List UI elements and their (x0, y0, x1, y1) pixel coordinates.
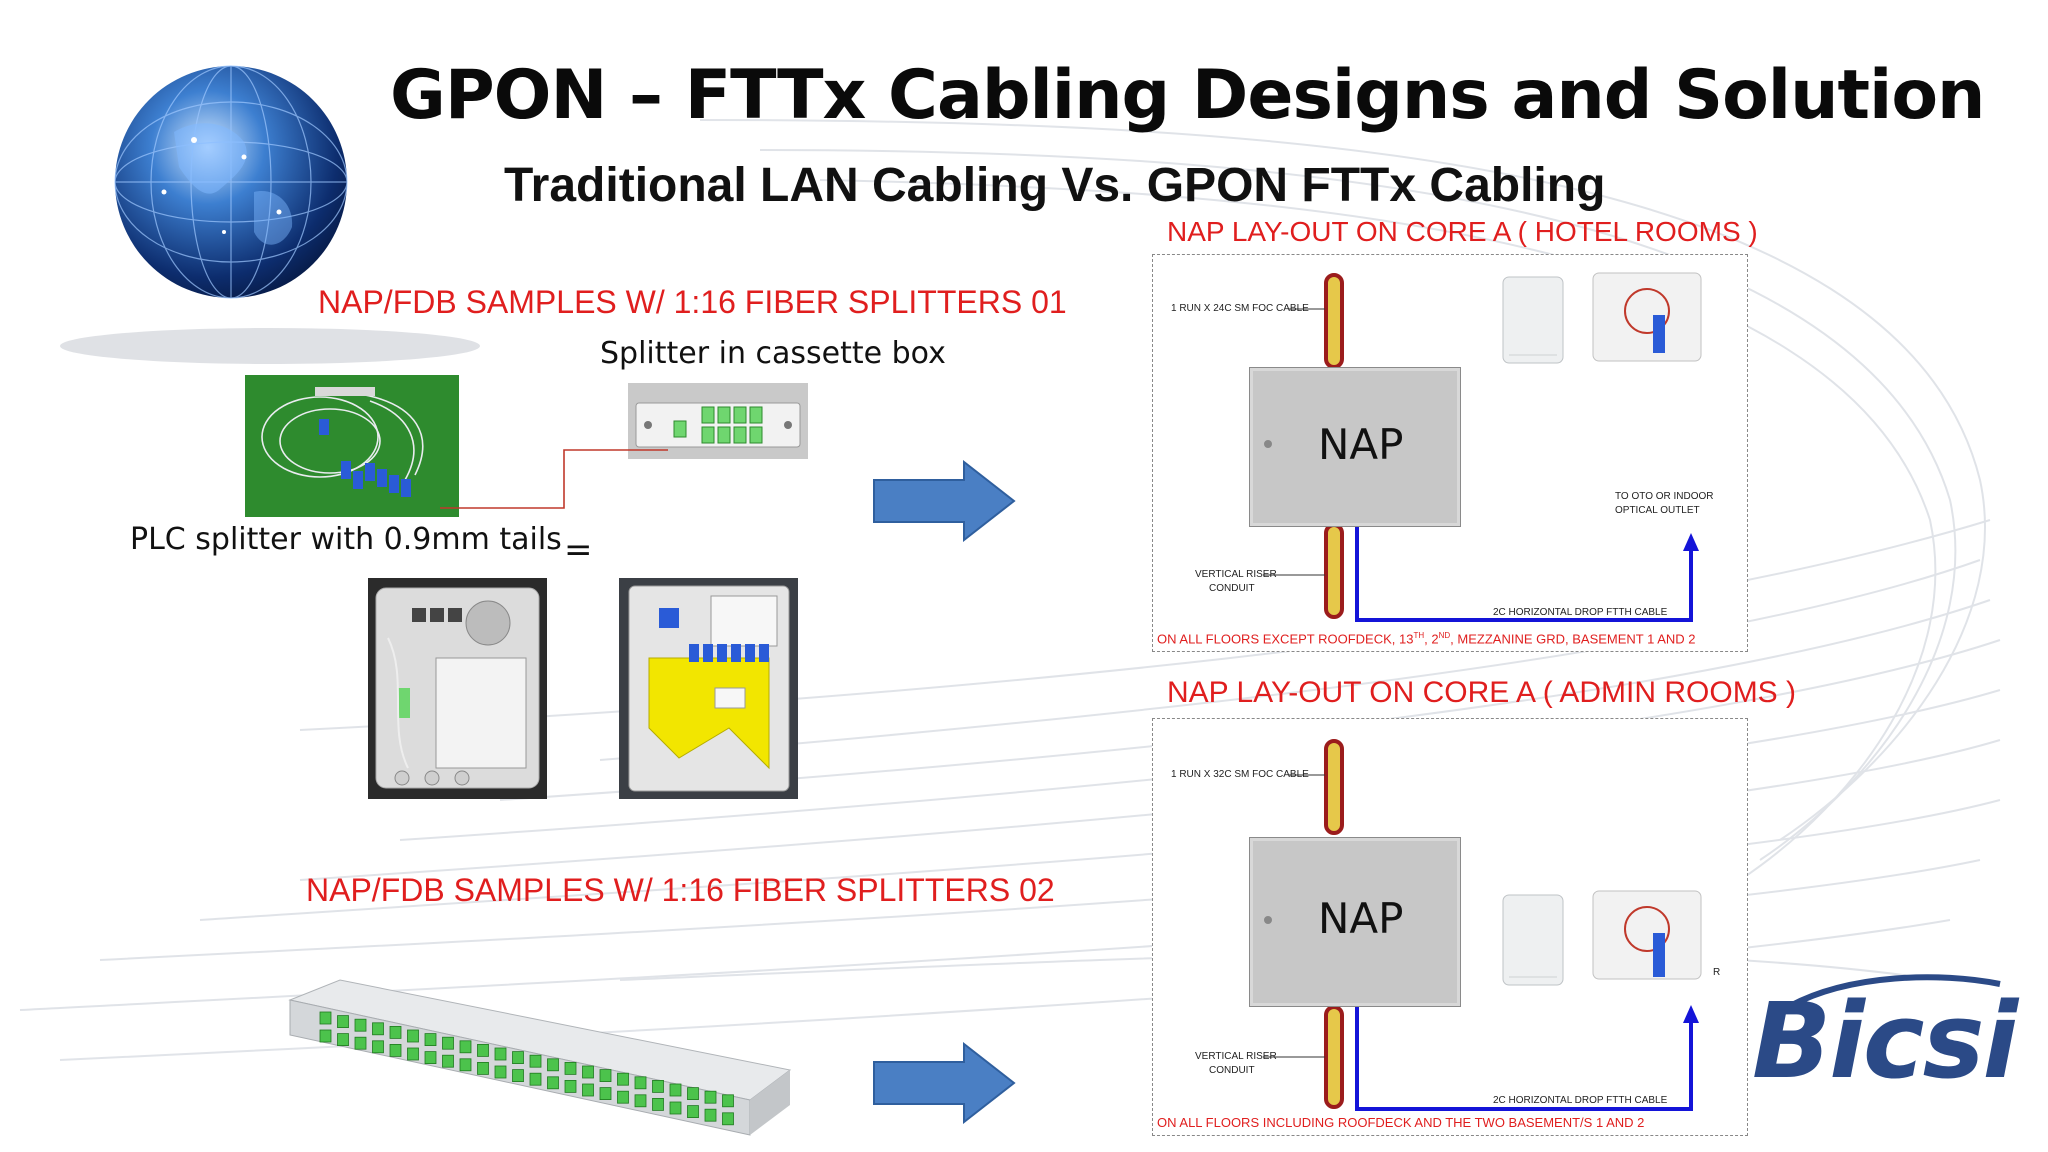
nap-box-open-photo (368, 578, 547, 799)
patch-port (477, 1044, 489, 1057)
patch-port (442, 1054, 454, 1068)
patch-port (582, 1083, 594, 1097)
outlet-label-1a: TO OTO OR INDOOR (1615, 491, 1714, 502)
diagram2-header: NAP LAY-OUT ON CORE A ( ADMIN ROOMS ) (1167, 676, 1797, 709)
nap-label-2: NAP (1318, 894, 1404, 943)
nap-lock-2 (1264, 916, 1272, 924)
drop-label-1: 2C HORIZONTAL DROP FTTH CABLE (1493, 607, 1668, 618)
nap-lock-1 (1264, 440, 1272, 448)
patch-port (669, 1083, 682, 1097)
patch-port (722, 1112, 734, 1126)
footer-2: ON ALL FLOORS INCLUDING ROOFDECK AND THE… (1157, 1115, 1645, 1130)
patch-port (529, 1054, 542, 1068)
patch-port (704, 1090, 717, 1104)
outlet-label-1b: OPTICAL OUTLET (1615, 505, 1700, 516)
nap-box-splitter-photo (619, 578, 798, 799)
riser-label-1a: VERTICAL RISER (1195, 569, 1277, 580)
patch-port (669, 1101, 682, 1115)
patch-port (494, 1065, 507, 1079)
patch-port (372, 1022, 384, 1036)
diagram1-hotel-rooms: NAP 1 RUN X 24C SM FOC CABLE VERTICAL RI… (1152, 254, 1748, 652)
equals-sign: = (564, 530, 593, 570)
patch-port (599, 1087, 612, 1100)
plc-splitter-label: PLC splitter with 0.9mm tails (130, 522, 562, 557)
riser-label-2b: CONDUIT (1209, 1065, 1255, 1076)
patch-panel-photo (280, 960, 800, 1150)
connector-line (440, 449, 668, 509)
patch-port (319, 1029, 332, 1043)
patch-port (512, 1051, 524, 1064)
patch-port (337, 1033, 349, 1046)
patch-port (354, 1036, 367, 1050)
patch-port (564, 1080, 577, 1093)
arrow-right-icon-2 (873, 1042, 1016, 1124)
patch-port (477, 1062, 489, 1075)
cassette-label: Splitter in cassette box (600, 336, 946, 371)
bicsi-swoosh (1788, 974, 2001, 1009)
patch-port (652, 1097, 664, 1111)
arrow-right-icon (873, 460, 1016, 542)
patch-port (319, 1011, 332, 1025)
plc-splitter-photo (245, 375, 459, 517)
outlet-label-2-partial: R (1713, 967, 1721, 978)
patch-port (634, 1094, 647, 1108)
footer-1: ON ALL FLOORS EXCEPT ROOFDECK, 13TH, 2ND… (1157, 631, 1696, 647)
slide-title: GPON – FTTx Cabling Designs and Solution (390, 56, 1985, 135)
patch-port (407, 1047, 419, 1061)
diagram2-admin-rooms: NAP 1 RUN X 32C SM FOC CABLE VERTICAL RI… (1152, 718, 1748, 1136)
patch-port (687, 1087, 699, 1100)
diagram1-header: NAP LAY-OUT ON CORE A ( HOTEL ROOMS ) (1167, 216, 1758, 247)
patch-port (442, 1036, 454, 1050)
patch-port (407, 1029, 419, 1043)
patch-port (704, 1108, 717, 1122)
cassette-box-photo (628, 383, 808, 459)
riser-label-1b: CONDUIT (1209, 583, 1255, 594)
patch-port (512, 1069, 524, 1082)
patch-port (617, 1072, 629, 1086)
section2-heading: NAP/FDB SAMPLES W/ 1:16 FIBER SPLITTERS … (306, 872, 1055, 908)
patch-port (424, 1033, 437, 1046)
patch-port (459, 1058, 472, 1072)
nap-enclosure-1: NAP (1249, 367, 1461, 527)
nap-enclosure-2: NAP (1249, 837, 1461, 1007)
globe-icon (114, 65, 348, 299)
patch-port (599, 1069, 612, 1082)
patch-port (354, 1018, 367, 1032)
patch-port (722, 1094, 734, 1108)
patch-port (494, 1047, 507, 1061)
patch-port (617, 1090, 629, 1104)
patch-port (547, 1058, 559, 1072)
patch-port (634, 1076, 647, 1090)
patch-port (529, 1072, 542, 1086)
section1-heading: NAP/FDB SAMPLES W/ 1:16 FIBER SPLITTERS … (318, 284, 1067, 320)
patch-port (337, 1015, 349, 1028)
patch-port (547, 1076, 559, 1090)
patch-port (687, 1105, 699, 1119)
patch-port (582, 1065, 594, 1079)
patch-port (372, 1040, 384, 1054)
patch-port (389, 1026, 402, 1039)
nap-label-1: NAP (1318, 420, 1404, 469)
patch-port (564, 1062, 577, 1075)
drop-label-2: 2C HORIZONTAL DROP FTTH CABLE (1493, 1095, 1668, 1106)
cable-label-1: 1 RUN X 24C SM FOC CABLE (1171, 303, 1309, 314)
slide-subtitle: Traditional LAN Cabling Vs. GPON FTTx Ca… (504, 159, 1606, 212)
cable-label-2: 1 RUN X 32C SM FOC CABLE (1171, 769, 1309, 780)
patch-port (424, 1051, 437, 1064)
patch-port (389, 1044, 402, 1057)
riser-label-2a: VERTICAL RISER (1195, 1051, 1277, 1062)
bicsi-logo: Bicsi (1752, 980, 2018, 1102)
patch-port (652, 1080, 664, 1093)
patch-port (459, 1040, 472, 1054)
